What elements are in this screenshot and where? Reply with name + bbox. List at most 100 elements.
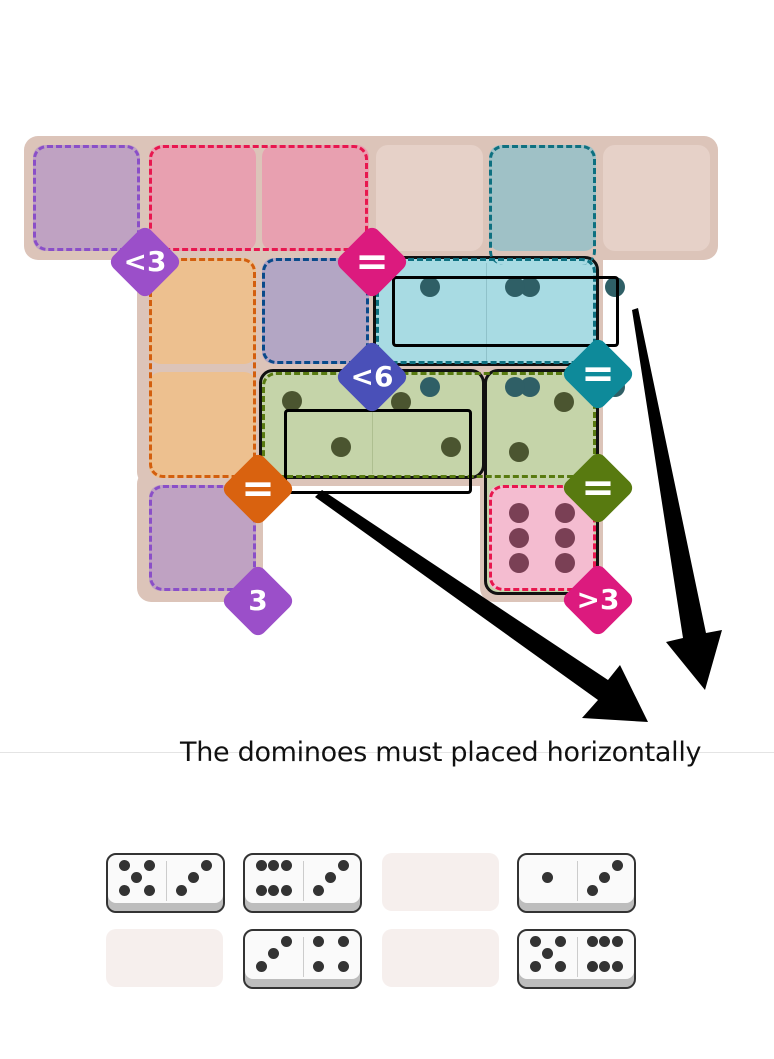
tray-empty-slot <box>106 929 223 987</box>
pip <box>611 859 623 871</box>
domino-divider <box>166 861 167 901</box>
pip <box>520 377 540 397</box>
constraint-badge-equal: = <box>334 224 410 300</box>
pip <box>143 859 155 871</box>
pip <box>175 884 187 896</box>
pip <box>131 872 142 883</box>
region-blue <box>262 258 369 364</box>
tray-domino-6-3[interactable] <box>243 853 362 913</box>
pip <box>268 859 279 871</box>
pip <box>312 884 324 896</box>
pip <box>420 277 440 297</box>
pip <box>554 960 566 972</box>
pip <box>312 960 324 972</box>
pip <box>586 960 598 972</box>
pip <box>280 884 292 896</box>
tray-domino-5-3[interactable] <box>106 853 225 913</box>
cell-r0c2[interactable] <box>262 145 369 251</box>
constraint-badge-lt3: <3 <box>107 224 183 300</box>
pip <box>420 377 440 397</box>
pip <box>118 859 130 871</box>
pip <box>255 884 267 896</box>
pip <box>391 392 411 412</box>
pip <box>599 960 610 972</box>
region-green <box>262 372 596 478</box>
cell-r0c5[interactable] <box>603 145 710 251</box>
badge-label: = <box>355 239 389 285</box>
domino-divider <box>486 263 487 361</box>
drag-preview-bottom[interactable] <box>284 409 472 494</box>
badge-label: = <box>581 351 615 397</box>
pip <box>599 872 610 883</box>
cell-r0c4[interactable] <box>489 145 596 251</box>
pip <box>118 884 130 896</box>
cell-r0c3[interactable] <box>376 145 483 251</box>
region-orange <box>149 258 256 478</box>
pip <box>611 935 623 947</box>
badge-label: 3 <box>248 584 268 617</box>
tray-empty-slot <box>382 853 499 911</box>
tray-domino-3-4[interactable] <box>243 929 362 989</box>
cell-r0c1[interactable] <box>149 145 256 251</box>
cell-r0c0[interactable] <box>33 145 140 251</box>
constraint-badge-equal: = <box>560 450 636 526</box>
tray-empty-slot <box>382 929 499 987</box>
pip <box>509 553 529 573</box>
tray-domino-5-6[interactable] <box>517 929 636 989</box>
pip <box>605 277 625 297</box>
pip <box>520 277 540 297</box>
pip <box>200 859 212 871</box>
pip <box>509 503 529 523</box>
pip <box>611 960 623 972</box>
badge-label: >3 <box>576 583 620 616</box>
pip <box>268 948 279 959</box>
pip <box>599 935 610 947</box>
constraint-badge-lt6: <6 <box>334 339 410 415</box>
pip <box>586 935 598 947</box>
pip <box>529 935 541 947</box>
region-teal <box>376 258 596 364</box>
constraint-badge-equal: = <box>220 451 296 527</box>
placed-domino-teal[interactable] <box>373 256 599 366</box>
region-pink-b <box>489 485 596 591</box>
pip <box>509 528 529 548</box>
pip <box>505 377 525 397</box>
badge-label: <6 <box>350 360 394 393</box>
pip <box>143 884 155 896</box>
arrow-left <box>315 490 648 722</box>
drag-preview-top[interactable] <box>392 276 619 347</box>
pip <box>280 859 292 871</box>
badge-label: = <box>581 465 615 511</box>
pip <box>255 859 267 871</box>
cell-r2c1[interactable] <box>149 372 256 478</box>
tray-domino-1-3[interactable] <box>517 853 636 913</box>
pip <box>325 872 336 883</box>
pip <box>280 935 292 947</box>
pip <box>509 442 529 462</box>
pip <box>554 392 574 412</box>
pip <box>188 872 199 883</box>
pip <box>441 437 461 457</box>
pip <box>337 935 349 947</box>
domino-divider <box>577 861 578 901</box>
pip <box>586 884 598 896</box>
arrow-right <box>632 308 722 690</box>
pip <box>554 935 566 947</box>
pip <box>268 884 279 896</box>
badge-label: = <box>241 466 275 512</box>
pip <box>331 437 351 457</box>
pip <box>312 935 324 947</box>
instruction-text: The dominoes must placed horizontally <box>180 737 702 768</box>
domino-divider <box>577 937 578 977</box>
pip <box>529 960 541 972</box>
pip <box>542 948 553 959</box>
domino-divider <box>303 861 304 901</box>
constraint-badge-sum3: 3 <box>220 563 296 639</box>
badge-label: <3 <box>123 245 167 278</box>
pip <box>255 960 267 972</box>
constraint-badge-equal: = <box>560 336 636 412</box>
pip <box>542 872 553 883</box>
pip <box>337 960 349 972</box>
pip <box>555 503 575 523</box>
